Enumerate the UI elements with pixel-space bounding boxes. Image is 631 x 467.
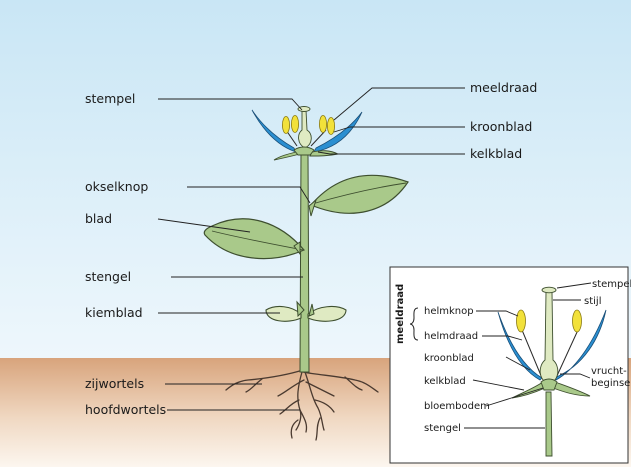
label-stempel: stempel xyxy=(85,91,135,106)
receptacle xyxy=(294,147,314,155)
inset-label-vrucht-1: vrucht- xyxy=(591,366,627,377)
label-zijwortels: zijwortels xyxy=(85,376,144,391)
label-kiemblad: kiemblad xyxy=(85,305,143,320)
label-kroonblad: kroonblad xyxy=(470,119,532,134)
stem xyxy=(300,152,309,372)
inset-stem xyxy=(546,392,552,456)
anther-right-2 xyxy=(327,118,334,135)
inset-label-helmknop: helmknop xyxy=(424,306,474,317)
label-okselknop: okselknop xyxy=(85,179,148,194)
inset-label-kelkblad: kelkblad xyxy=(424,376,466,387)
inset-label-meeldraad: meeldraad xyxy=(395,284,406,344)
inset-receptacle xyxy=(541,379,557,390)
inset-label-stempel: stempel xyxy=(592,279,631,290)
inset-label-bloembodem: bloembodem xyxy=(424,401,490,412)
inset-anther-right xyxy=(573,310,582,332)
label-meeldraad: meeldraad xyxy=(470,80,537,95)
anther-right xyxy=(319,116,326,133)
inset-stigma xyxy=(542,287,556,293)
label-kelkblad: kelkblad xyxy=(470,146,522,161)
inset-label-stengel: stengel xyxy=(424,423,461,434)
inset-label-stijl: stijl xyxy=(584,296,601,307)
inset-label-vrucht-2: beginsel xyxy=(591,378,631,389)
inset-label-kroonblad: kroonblad xyxy=(424,353,474,364)
label-stengel: stengel xyxy=(85,269,131,284)
anther-left xyxy=(282,117,289,134)
anther-left-2 xyxy=(291,116,298,133)
label-blad: blad xyxy=(85,211,112,226)
label-hoofdwortels: hoofdwortels xyxy=(85,402,166,417)
inset-anther-left xyxy=(517,310,526,332)
flower-detail-inset: meeldraad helmknop helmdraad kroonblad k… xyxy=(390,267,631,463)
inset-label-helmdraad: helmdraad xyxy=(424,331,478,342)
